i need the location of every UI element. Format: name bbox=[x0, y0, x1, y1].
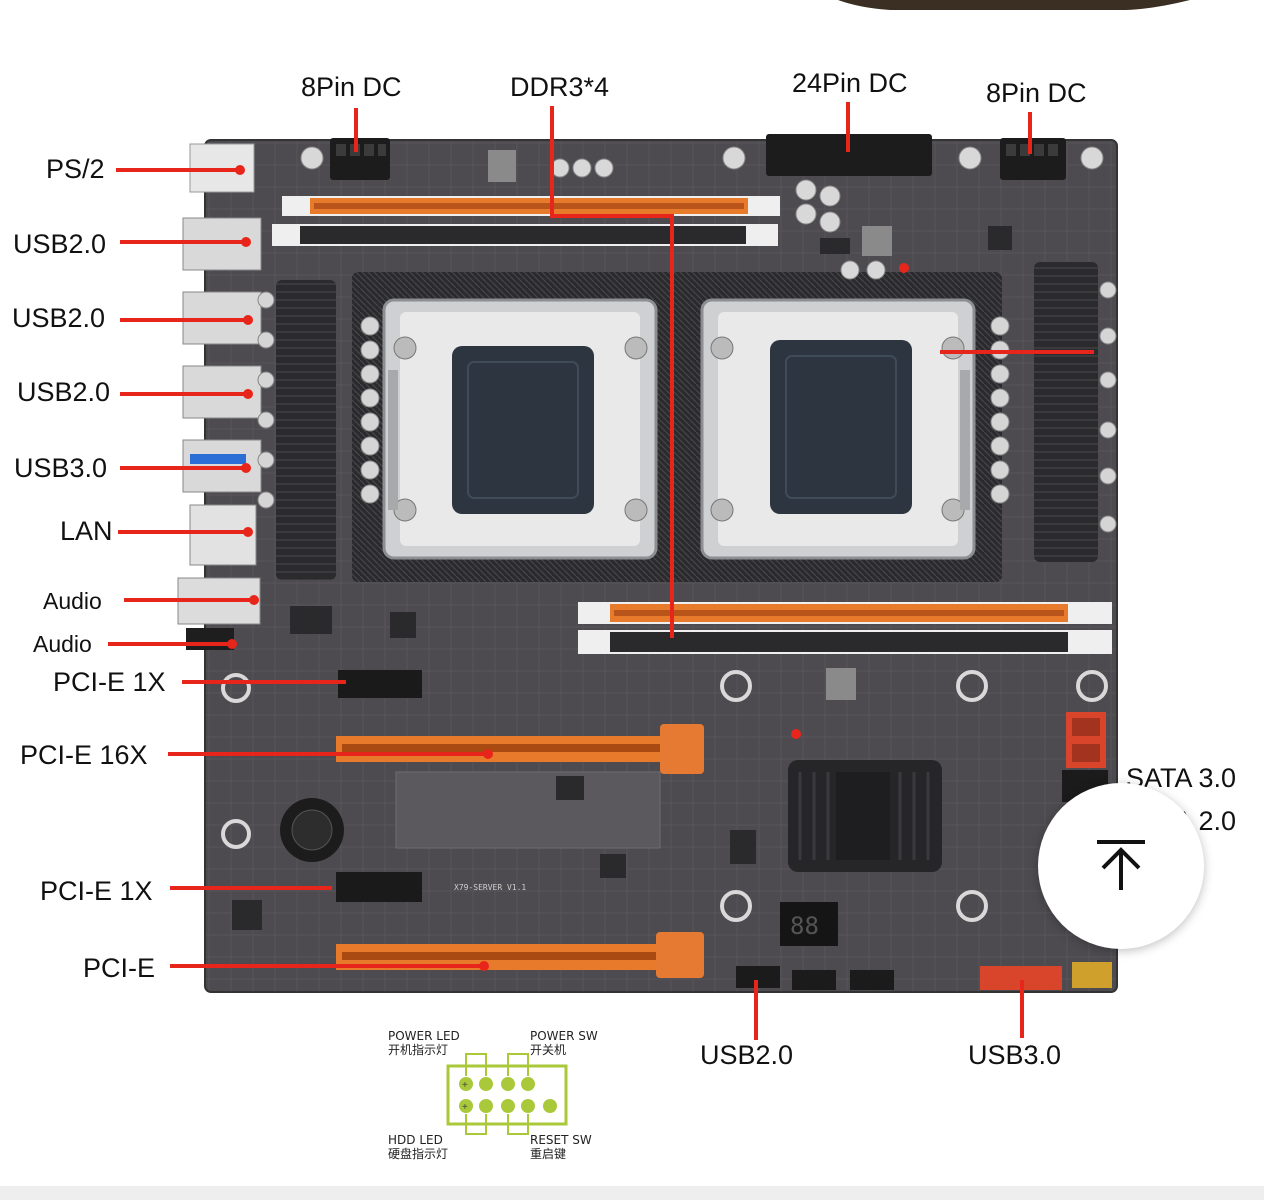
label-8pin-dc-left: 8Pin DC bbox=[301, 72, 402, 102]
label-pcie-1x-top: PCI-E 1X bbox=[53, 667, 166, 697]
silkscreen-model: X79-SERVER V1.1 bbox=[454, 883, 526, 892]
label-pcie-16x: PCI-E 16X bbox=[20, 740, 148, 770]
dimm-slot-2 bbox=[300, 226, 746, 244]
label-24pin-dc: 24Pin DC bbox=[792, 68, 908, 98]
svg-text:+: + bbox=[462, 1080, 468, 1091]
label-usb20-3: USB2.0 bbox=[17, 377, 111, 407]
leader-lines bbox=[108, 102, 1094, 1040]
m2-slot-area bbox=[395, 771, 661, 849]
dimm-slot-4 bbox=[610, 632, 1068, 652]
usb2-header bbox=[736, 966, 780, 988]
label-audio-2: Audio bbox=[33, 631, 92, 657]
label-usb20-2: USB2.0 bbox=[12, 303, 106, 333]
front-panel-diagram: + + bbox=[446, 1053, 568, 1135]
label-audio-1: Audio bbox=[43, 588, 102, 614]
cpu-socket-2 bbox=[672, 272, 1002, 582]
vrm-heatsink-right bbox=[1034, 262, 1098, 562]
label-8pin-dc-right: 8Pin DC bbox=[986, 78, 1087, 108]
top-photo-fragment bbox=[838, 0, 1190, 10]
pcie-1x-slot-2 bbox=[336, 872, 422, 902]
debug-display bbox=[780, 902, 838, 946]
label-usb30-bottom: USB3.0 bbox=[968, 1040, 1062, 1070]
label-usb20-bottom: USB2.0 bbox=[700, 1040, 794, 1070]
label-pcie-1x-bottom: PCI-E 1X bbox=[40, 876, 153, 906]
label-ps2: PS/2 bbox=[46, 154, 105, 184]
vrm-heatsink-left bbox=[276, 280, 336, 580]
svg-text:88: 88 bbox=[790, 912, 819, 940]
arrow-up-icon bbox=[1097, 840, 1145, 890]
connector-24pin bbox=[766, 134, 932, 176]
label-usb30-rear: USB3.0 bbox=[14, 453, 108, 483]
svg-text:+: + bbox=[462, 1102, 468, 1113]
mount-screw bbox=[221, 673, 251, 703]
cpu-socket-1 bbox=[352, 272, 682, 582]
label-pcie: PCI-E bbox=[83, 953, 156, 983]
scroll-to-top-button[interactable] bbox=[1038, 783, 1204, 949]
page-bottom-strip bbox=[0, 1186, 1264, 1200]
pcie-1x-slot-1 bbox=[338, 670, 422, 698]
label-ddr3: DDR3*4 bbox=[510, 72, 610, 102]
label-usb20-1: USB2.0 bbox=[13, 229, 107, 259]
label-lan: LAN bbox=[60, 516, 113, 546]
